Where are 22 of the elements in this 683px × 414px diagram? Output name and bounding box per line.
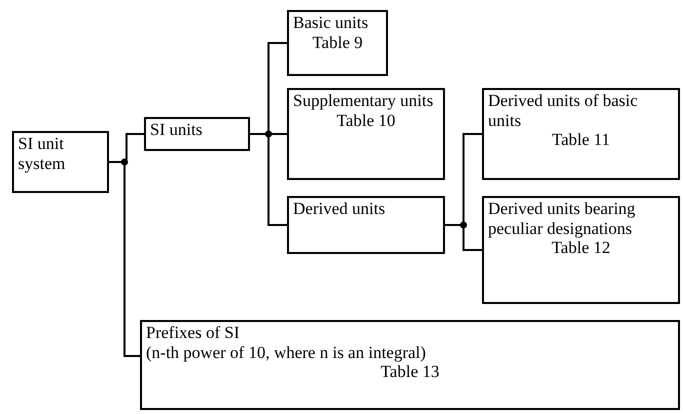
unit-box xyxy=(144,117,250,151)
unit-box xyxy=(482,88,680,180)
box-text: Table 10 xyxy=(336,110,396,130)
box-text: Prefixes of SI xyxy=(146,323,240,343)
box-text: Supplementary units xyxy=(293,91,434,111)
box-text: Derived units xyxy=(293,199,386,219)
unit-box xyxy=(287,10,388,76)
box-text: SI units xyxy=(150,120,204,140)
box-text: SI unit system xyxy=(18,134,66,174)
unit-box xyxy=(12,131,109,193)
box-text: Table 11 xyxy=(550,130,612,150)
box-text: Basic units xyxy=(293,13,370,33)
unit-box xyxy=(482,196,680,304)
box-text: Derived units bearing peculiar designations xyxy=(488,199,636,238)
unit-box xyxy=(140,320,680,410)
unit-box xyxy=(287,196,445,254)
box-text: Table 12 xyxy=(550,238,612,258)
box-text: Table 9 xyxy=(311,32,364,52)
box-text: (n-th power of 10, where n is an integral) xyxy=(146,342,427,362)
box-text: Table 13 xyxy=(380,362,440,382)
unit-box xyxy=(287,88,445,180)
box-text: Derived units of basic units xyxy=(488,91,639,130)
